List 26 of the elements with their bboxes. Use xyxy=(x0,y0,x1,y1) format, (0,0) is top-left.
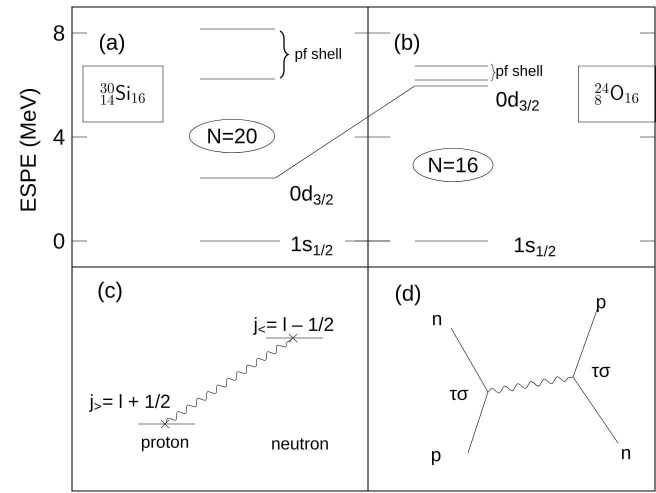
panel-label: (c) xyxy=(98,282,122,302)
level-label: 0d$_{3/2}$ xyxy=(496,91,539,111)
tick-label: 8 xyxy=(54,25,64,41)
particle-label: neutron xyxy=(272,438,328,450)
particle-label: p xyxy=(432,450,440,466)
shell-label: pf shell xyxy=(496,65,542,79)
particle-label: n xyxy=(433,314,442,326)
nucleus-box: ${}^{30}_{14}\mathsf{Si}_{16}$ xyxy=(82,66,164,122)
panel-label: (d) xyxy=(396,284,420,306)
level-label: 0d$_{3/2}$ xyxy=(290,185,333,205)
vertex-label: τσ xyxy=(450,390,468,400)
tick-label: 0 xyxy=(54,233,64,249)
axis-title: ESPE (MeV) xyxy=(20,89,40,211)
vertex-label: τσ xyxy=(592,366,610,378)
shell-label: pf shell xyxy=(296,48,341,62)
level-label: 1s$_{1/2}$ xyxy=(514,238,556,256)
particle-label: proton xyxy=(142,436,188,452)
nucleus-box: ${}^{24}_{8}\mathsf{O}_{16}$ xyxy=(578,66,656,122)
connecting-line xyxy=(275,86,415,178)
level-label: j$_{>}$= l + 1/2 xyxy=(89,394,170,412)
panel-label: (b) xyxy=(394,34,420,54)
particle-label: n xyxy=(622,448,630,460)
particle-label: p xyxy=(596,298,606,312)
level-label: j$_{<}$= l – 1/2 xyxy=(253,317,334,335)
level-label: 1s$_{1/2}$ xyxy=(292,236,332,256)
tick-label: 4 xyxy=(53,129,64,145)
